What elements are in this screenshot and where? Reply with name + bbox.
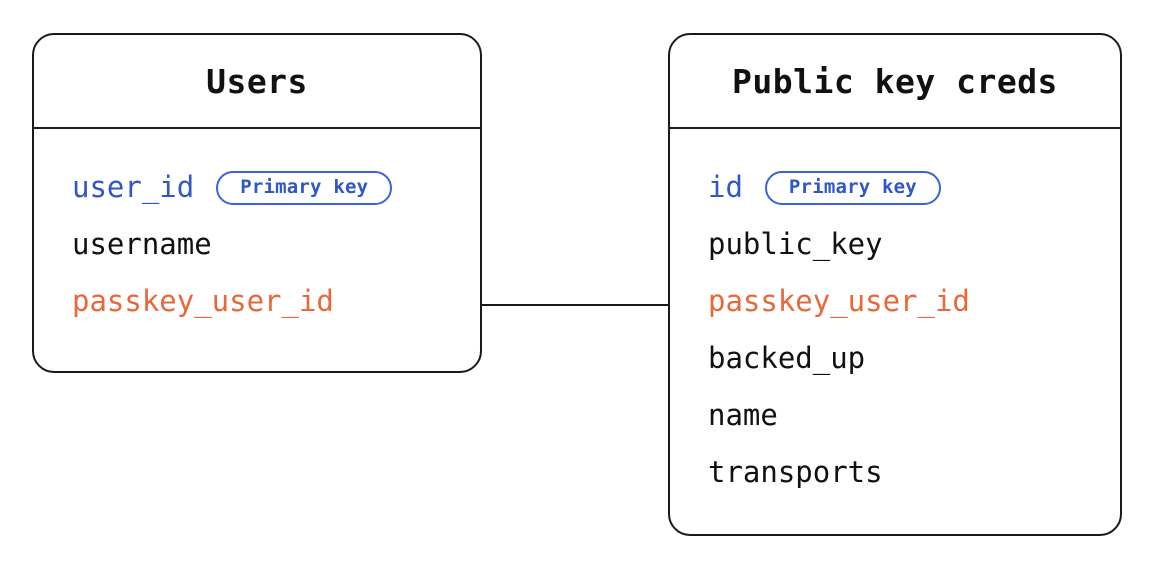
field-label-backed-up: backed_up bbox=[708, 341, 866, 375]
field-row[interactable]: username bbox=[72, 216, 460, 273]
field-row[interactable]: user_id Primary key bbox=[72, 159, 460, 216]
field-label-passkey-user-id: passkey_user_id bbox=[708, 284, 970, 318]
field-row[interactable]: transports bbox=[708, 444, 1100, 501]
primary-key-badge: Primary key bbox=[764, 170, 941, 205]
field-row[interactable]: public_key bbox=[708, 216, 1100, 273]
users-entity-header: Users bbox=[34, 35, 480, 129]
field-row[interactable]: passkey_user_id bbox=[72, 273, 460, 330]
public-key-creds-entity-header: Public key creds bbox=[670, 35, 1120, 129]
public-key-creds-entity-fields: id Primary key public_key passkey_user_i… bbox=[670, 129, 1120, 501]
relationship-connector bbox=[482, 304, 670, 306]
public-key-creds-entity[interactable]: Public key creds id Primary key public_k… bbox=[668, 33, 1122, 536]
public-key-creds-entity-title: Public key creds bbox=[732, 61, 1058, 101]
field-label-id: id bbox=[708, 170, 743, 204]
field-label-public-key: public_key bbox=[708, 227, 883, 261]
field-row[interactable]: passkey_user_id bbox=[708, 273, 1100, 330]
field-row[interactable]: id Primary key bbox=[708, 159, 1100, 216]
field-label-name: name bbox=[708, 398, 778, 432]
primary-key-badge: Primary key bbox=[216, 170, 393, 205]
users-entity-fields: user_id Primary key username passkey_use… bbox=[34, 129, 480, 330]
field-label-user-id: user_id bbox=[72, 170, 195, 204]
field-label-transports: transports bbox=[708, 455, 883, 489]
users-entity[interactable]: Users user_id Primary key username passk… bbox=[32, 33, 482, 373]
field-row[interactable]: backed_up bbox=[708, 330, 1100, 387]
field-row[interactable]: name bbox=[708, 387, 1100, 444]
field-label-username: username bbox=[72, 227, 212, 261]
users-entity-title: Users bbox=[206, 61, 308, 101]
field-label-passkey-user-id: passkey_user_id bbox=[72, 284, 334, 318]
